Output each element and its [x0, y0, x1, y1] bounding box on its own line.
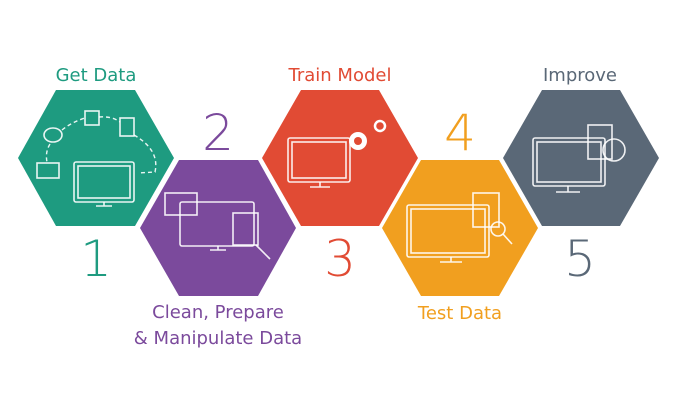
- step-3: Train Model 3: [262, 65, 418, 288]
- computer-gears-icon: [287, 119, 387, 188]
- step-5-label: Improve: [543, 65, 617, 86]
- step-1: Get Data 1: [18, 65, 174, 288]
- step-4: 4 Test Data: [382, 104, 538, 324]
- step-5-number: 5: [564, 230, 596, 288]
- step-4-hexagon: [382, 160, 538, 296]
- step-2-number: 2: [202, 104, 234, 162]
- step-5: Improve 5: [503, 65, 659, 288]
- step-2-hexagon: [140, 160, 296, 296]
- step-2-label-line1: Clean, Prepare: [152, 302, 284, 323]
- computer-code-inspect-icon: [164, 192, 271, 260]
- step-3-number: 3: [324, 230, 356, 288]
- step-1-hexagon: [18, 90, 174, 226]
- step-1-number: 1: [80, 230, 112, 288]
- step-5-hexagon: [503, 90, 659, 226]
- computer-refresh-icon: [532, 124, 626, 193]
- step-3-hexagon: [262, 90, 418, 226]
- step-4-label: Test Data: [417, 303, 502, 324]
- step-1-label: Get Data: [56, 65, 137, 86]
- computer-checklist-icon: [406, 192, 513, 263]
- step-4-number: 4: [444, 104, 476, 162]
- step-3-label: Train Model: [288, 65, 392, 86]
- step-2: 2 Clean, Prepare & Manipulate Data: [134, 104, 302, 349]
- step-2-label-line2: & Manipulate Data: [134, 328, 302, 349]
- computer-with-data-sources-icon: [36, 110, 157, 207]
